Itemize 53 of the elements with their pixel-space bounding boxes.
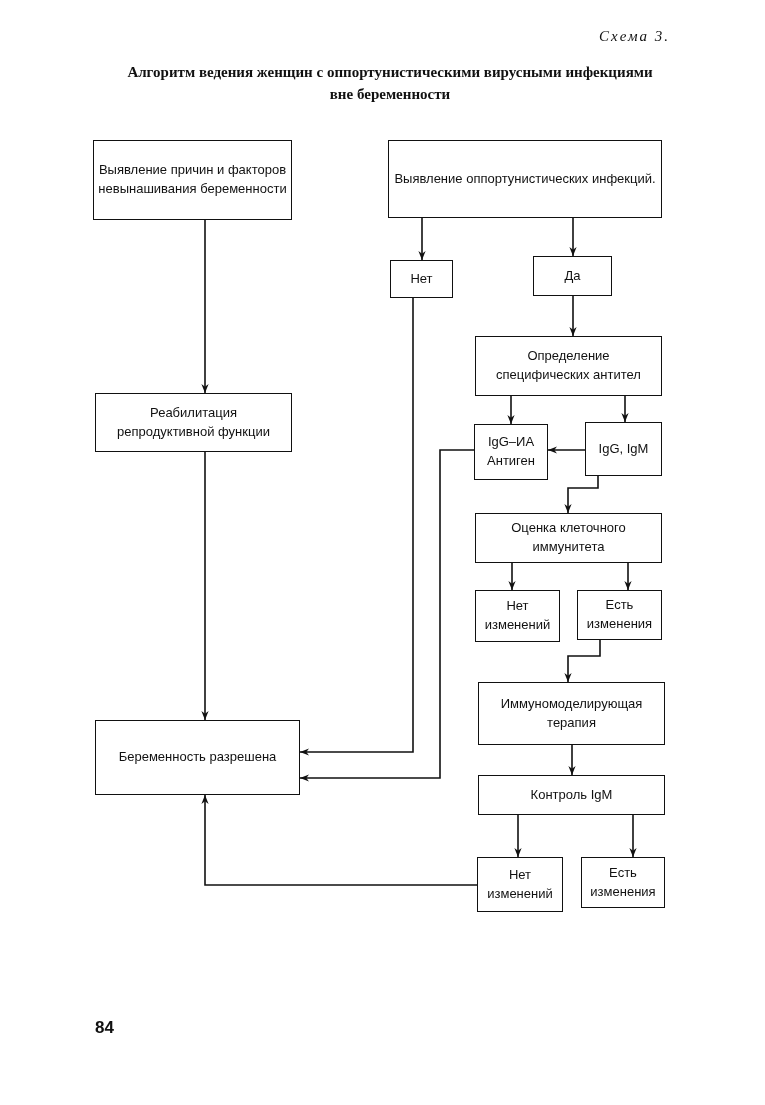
box-label: Определение специфических антител — [495, 347, 642, 384]
arrow — [201, 794, 478, 886]
arrow — [569, 295, 577, 337]
box-label: Нет изменений — [483, 597, 552, 634]
process-box — [474, 424, 548, 480]
arrow — [201, 219, 209, 394]
box-label: Оценка клеточного иммунитета — [510, 519, 627, 556]
arrow — [418, 217, 426, 261]
diagram-title: Алгоритм ведения женщин с оппортунистическими вирусными инфекциями вне беременности — [126, 63, 654, 104]
box-label: Иммуномоделирующая терапия — [499, 694, 644, 732]
box-label: Выявление оппортунистических инфекций. — [394, 169, 656, 188]
process-box — [478, 682, 665, 745]
process-box — [585, 422, 662, 476]
arrow — [629, 814, 637, 858]
process-box — [581, 857, 665, 908]
process-box — [93, 140, 292, 220]
box-label: Реабилитация репродуктивной функции — [116, 403, 271, 441]
arrow — [299, 297, 414, 756]
box-label: IgG–ИА Антиген — [486, 433, 536, 470]
arrow — [564, 639, 601, 683]
process-box — [95, 393, 292, 452]
process-box — [478, 775, 665, 815]
arrow — [621, 395, 629, 423]
process-box — [477, 857, 563, 912]
arrow — [299, 449, 475, 782]
box-label: Контроль IgM — [530, 785, 613, 804]
box-label: Есть изменения — [585, 596, 654, 633]
box-label: Есть изменения — [589, 863, 657, 901]
box-label: Беременность разрешена — [118, 748, 277, 767]
arrow — [569, 217, 577, 257]
arrow — [568, 744, 576, 776]
process-box — [475, 590, 560, 642]
process-box — [475, 336, 662, 396]
process-box — [95, 720, 300, 795]
arrow — [507, 395, 515, 425]
process-box — [388, 140, 662, 218]
arrow — [547, 446, 586, 454]
arrow — [508, 562, 516, 591]
box-label: Да — [564, 266, 581, 285]
process-box — [475, 513, 662, 563]
process-box — [577, 590, 662, 640]
arrow — [564, 475, 599, 514]
process-box — [390, 260, 453, 298]
box-label: Нет — [410, 269, 433, 288]
scheme-number: Схема 3. — [597, 28, 670, 45]
arrow — [514, 814, 522, 858]
process-box — [533, 256, 612, 296]
arrow — [201, 451, 209, 721]
page-number: 84 — [95, 1018, 115, 1038]
box-label: IgG, IgM — [598, 439, 649, 458]
arrow — [624, 562, 632, 591]
box-label: Выявление причин и факторов невынашивания беременности — [98, 161, 287, 198]
box-label: Нет изменений — [486, 865, 554, 903]
